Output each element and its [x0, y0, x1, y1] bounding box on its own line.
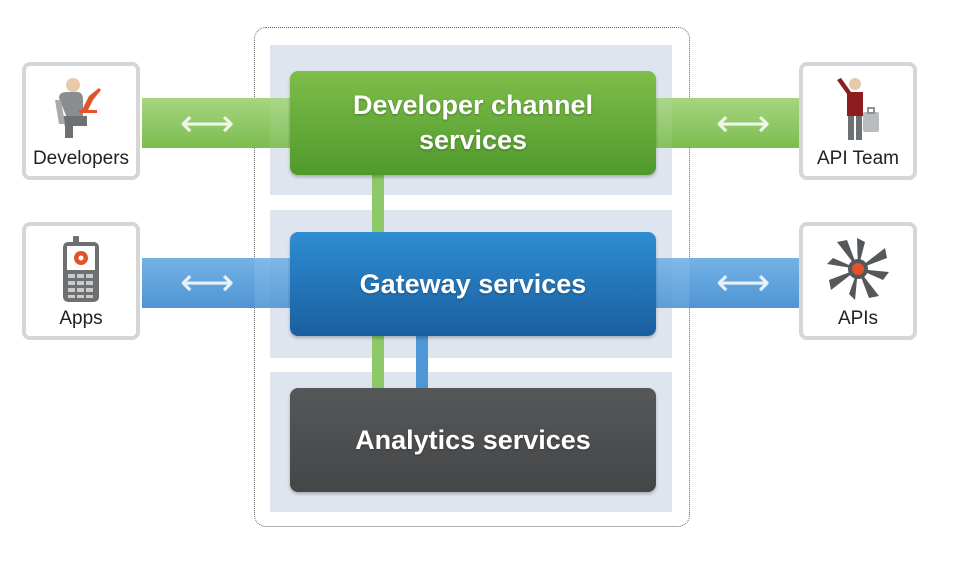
apps-card[interactable]: Apps [22, 222, 140, 340]
developer-band-right [650, 98, 690, 148]
apis-arrow-icon: ⟷ [716, 260, 771, 304]
apis-label: APIs [837, 308, 879, 329]
gateway-services-box[interactable]: Gateway services [290, 232, 656, 336]
api-team-card[interactable]: API Team [799, 62, 917, 180]
traveler-with-suitcase-icon [833, 74, 883, 149]
api-hub-icon [827, 238, 889, 305]
api-team-label: API Team [816, 148, 900, 169]
gateway-analytics-blue-link [416, 332, 428, 392]
analytics-services-box[interactable]: Analytics services [290, 388, 656, 492]
gateway-band-left [254, 258, 294, 308]
gateway-band-right [650, 258, 690, 308]
apis-card[interactable]: APIs [799, 222, 917, 340]
developer-channel-services-box[interactable]: Developer channel services [290, 71, 656, 175]
api-team-arrow-icon: ⟷ [716, 101, 771, 145]
analytics-services-label: Analytics services [355, 424, 591, 455]
developers-label: Developers [32, 148, 130, 169]
apps-label: Apps [59, 308, 103, 329]
developers-arrow-icon: ⟷ [180, 101, 235, 145]
developer-channel-services-label: Developer channel services [352, 90, 594, 155]
mobile-phone-icon [59, 236, 103, 309]
developers-card[interactable]: Developers [22, 62, 140, 180]
developer-gateway-link [372, 170, 384, 236]
apps-arrow-icon: ⟷ [180, 260, 235, 304]
gateway-analytics-green-link [372, 332, 384, 392]
developer-band-left [254, 98, 294, 148]
gateway-services-label: Gateway services [359, 268, 587, 299]
developer-at-laptop-icon [51, 76, 111, 147]
